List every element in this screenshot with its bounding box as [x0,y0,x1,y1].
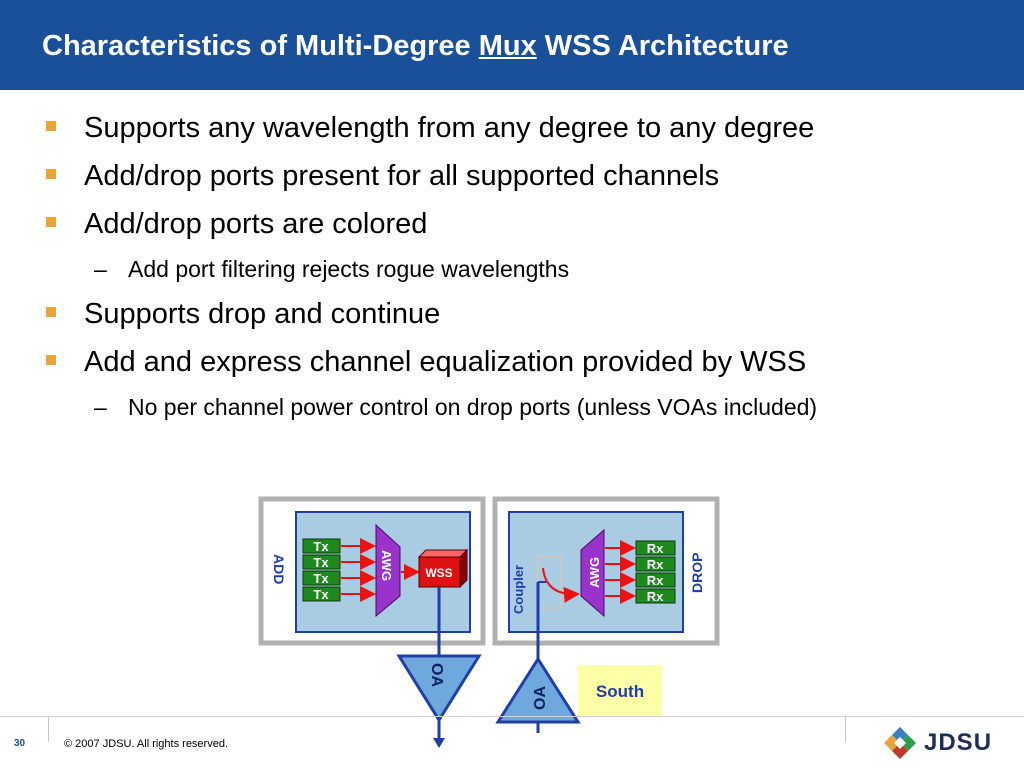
oa-amplifier-add [396,654,482,723]
coupler-curve [542,567,580,603]
bullet-item: Add/drop ports are colored [42,200,1002,248]
drop-label: DROP [689,553,705,593]
tx-box [302,554,341,570]
tx-label: Tx [313,587,329,602]
add-label: ADD [271,554,287,584]
south-label: South [595,682,645,701]
bullet-text: Supports any wavelength from any degree … [84,112,815,144]
rx-box [635,556,676,572]
oa-label-drop: OA [532,686,549,710]
rx-box [635,540,676,556]
rx-label: Rx [647,541,664,556]
sub-bullet-text: Add port filtering rejects rogue wavelen… [128,256,570,282]
bullet-text: Supports drop and continue [84,298,441,330]
slide-title: Characteristics of Multi-Degree Mux WSS … [42,30,789,63]
drop-awg-label: AWG [587,557,602,588]
title-part-2: WSS Architecture [536,30,789,62]
bullet-text: Add and express channel equalization pro… [84,346,807,378]
title-underlined-word: Mux [478,30,537,62]
bullet-square-icon [46,307,56,317]
south-label-box [578,665,662,717]
bullet-square-icon [46,169,56,179]
bullet-text: Add/drop ports present for all supported… [84,160,720,192]
tx-group: Tx Tx Tx Tx [302,538,341,602]
copyright-notice: © 2007 JDSU. All rights reserved. [64,738,229,750]
oa-label-add: OA [428,663,445,687]
title-bar [0,0,1024,90]
footer-separator [48,716,49,742]
title-part-1: Characteristics of Multi-Degree [42,30,479,62]
dash-icon: – [94,256,107,282]
bullet-item: Supports any wavelength from any degree … [42,104,1002,152]
bullet-item: Add/drop ports present for all supported… [42,152,1002,200]
tx-label: Tx [313,539,329,554]
bullet-square-icon [46,217,56,227]
oa-amplifier-drop [495,656,581,724]
bullet-list: Supports any wavelength from any degree … [42,104,1002,428]
add-awg-label: AWG [379,550,394,581]
bullet-square-icon [46,121,56,131]
jdsu-logo-icon [884,727,916,759]
tx-label: Tx [313,555,329,570]
wss-label: WSS [425,566,452,580]
rx-label: Rx [647,557,664,572]
tx-box [302,570,341,586]
rx-label: Rx [647,589,664,604]
sub-bullet-text: No per channel power control on drop por… [128,394,818,420]
tx-label: Tx [313,571,329,586]
tx-box [302,538,341,554]
dash-icon: – [94,394,107,420]
footer-separator [845,716,846,742]
rx-box [635,588,676,604]
rx-box [635,572,676,588]
coupler-label: Coupler [511,565,526,614]
bullet-square-icon [46,355,56,365]
fiber-out-arrow-icon [433,738,445,748]
add-awg [375,523,401,618]
rx-label: Rx [647,573,664,588]
drop-awg [580,528,605,618]
wss-top [417,549,469,558]
rx-group: Rx Rx Rx Rx [635,540,676,604]
sub-bullet-item: –No per channel power control on drop po… [42,386,1002,428]
footer-divider [0,716,1024,717]
page-number: 30 [14,738,26,749]
wss-side [459,548,468,589]
bullet-text: Add/drop ports are colored [84,208,428,240]
jdsu-logo-text: JDSU [924,729,993,756]
bullet-item: Add and express channel equalization pro… [42,338,1002,386]
sub-bullet-item: –Add port filtering rejects rogue wavele… [42,248,1002,290]
tx-box [302,586,341,602]
bullet-item: Supports drop and continue [42,290,1002,338]
